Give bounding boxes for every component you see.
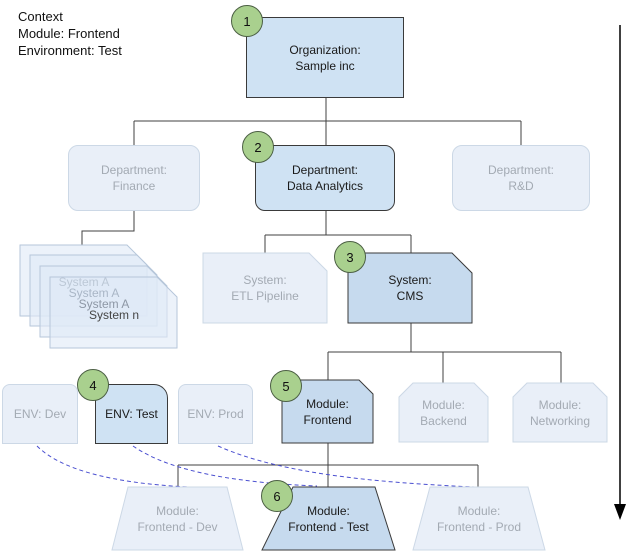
deployment-frontend-prod-line2: Frontend - Prod <box>436 519 522 534</box>
system-etl-line2: ETL Pipeline <box>231 289 299 303</box>
step-badge-6: 6 <box>261 480 293 512</box>
connector-cms-to-modules <box>327 323 562 383</box>
deployment-frontend-dev-line2: Frontend - Dev <box>137 519 218 534</box>
deployment-frontend-test-shape <box>261 486 396 551</box>
system-cms-line2: CMS <box>396 289 424 303</box>
env-dev-label: ENV: Dev <box>13 407 67 421</box>
department-rnd-line2: R&D <box>508 179 534 193</box>
deployment-frontend-dev-shape <box>111 486 244 551</box>
system-stack-label-2: System A <box>68 286 120 300</box>
deployment-frontend-prod-line1: Module: <box>457 503 501 518</box>
node-deployment-frontend-test: Module: Frontend - Test <box>262 487 395 550</box>
system-stack-label-1: System A <box>58 275 110 289</box>
connector-org-to-departments <box>133 98 522 145</box>
organization-label-line2: Sample inc <box>295 58 355 73</box>
node-department-rnd: Department: R&D <box>452 145 590 211</box>
connector-frontend-to-deployments <box>177 443 479 487</box>
node-module-backend: Module: Backend <box>399 383 488 442</box>
system-etl-line1: System: <box>243 273 287 287</box>
node-deployment-frontend-dev: Module: Frontend - Dev <box>112 487 243 550</box>
module-networking-line1: Module: <box>538 397 582 412</box>
module-backend-shape <box>398 382 489 443</box>
system-cms-shape <box>347 252 473 324</box>
module-backend-line2: Backend <box>420 413 467 428</box>
step-badge-2: 2 <box>242 131 274 163</box>
connector-finance-to-system-stack <box>81 211 135 245</box>
system-stack-cards <box>19 244 178 349</box>
node-department-finance: Department: Finance <box>68 145 200 211</box>
context-annotation: Context Module: Frontend Environment: Te… <box>18 8 122 59</box>
department-finance-line1: Department: <box>100 163 168 177</box>
step-badge-3: 3 <box>334 241 366 273</box>
system-card-front <box>49 276 178 349</box>
node-deployment-frontend-prod: Module: Frontend - Prod <box>413 487 545 550</box>
mapping-curve-env-test <box>132 445 318 487</box>
node-organization: Organization: Sample inc <box>246 17 404 98</box>
context-title: Context <box>18 9 63 24</box>
flow-direction-arrow <box>614 25 626 520</box>
node-system-etl: System: ETL Pipeline <box>203 253 327 323</box>
system-etl-shape <box>202 252 328 324</box>
step-badge-1: 1 <box>231 5 263 37</box>
mapping-curve-env-dev <box>36 445 189 488</box>
env-test-label: ENV: Test <box>105 407 158 421</box>
module-networking-shape <box>512 382 608 443</box>
deployment-frontend-test-line2: Frontend - Test <box>288 519 369 534</box>
step-badge-5: 5 <box>270 370 302 402</box>
module-frontend-line2: Frontend <box>303 412 352 427</box>
system-stack-label-front: System n <box>88 308 140 322</box>
node-env-test: ENV: Test <box>95 384 168 444</box>
organization-label-line1: Organization: <box>289 42 361 57</box>
node-module-networking: Module: Networking <box>513 383 607 442</box>
mapping-curve-env-prod <box>217 445 475 488</box>
context-environment: Environment: Test <box>18 43 122 58</box>
context-module: Module: Frontend <box>18 26 120 41</box>
env-prod-label: ENV: Prod <box>187 407 244 421</box>
department-rnd-line1: Department: <box>487 163 555 177</box>
node-module-frontend: Module: Frontend <box>282 380 373 443</box>
department-data-analytics-line1: Department: <box>291 163 359 177</box>
step-badge-4: 4 <box>77 369 109 401</box>
node-env-prod: ENV: Prod <box>178 384 253 444</box>
node-system-cms: System: CMS <box>348 253 472 323</box>
department-finance-line2: Finance <box>112 179 156 193</box>
department-data-analytics-line2: Data Analytics <box>286 179 364 193</box>
node-department-data-analytics: Department: Data Analytics <box>255 145 395 211</box>
system-cms-line1: System: <box>388 273 432 287</box>
deployment-frontend-dev-line1: Module: <box>156 503 199 518</box>
connector-dataanalytics-to-systems <box>264 211 412 253</box>
deployment-frontend-prod-shape <box>412 486 546 551</box>
node-env-dev: ENV: Dev <box>2 384 78 444</box>
module-backend-line1: Module: <box>422 397 465 412</box>
deployment-frontend-test-line1: Module: <box>307 503 350 518</box>
module-frontend-line1: Module: <box>306 396 349 411</box>
system-stack-label-3: System A <box>78 297 130 311</box>
module-networking-line2: Networking <box>529 413 591 428</box>
